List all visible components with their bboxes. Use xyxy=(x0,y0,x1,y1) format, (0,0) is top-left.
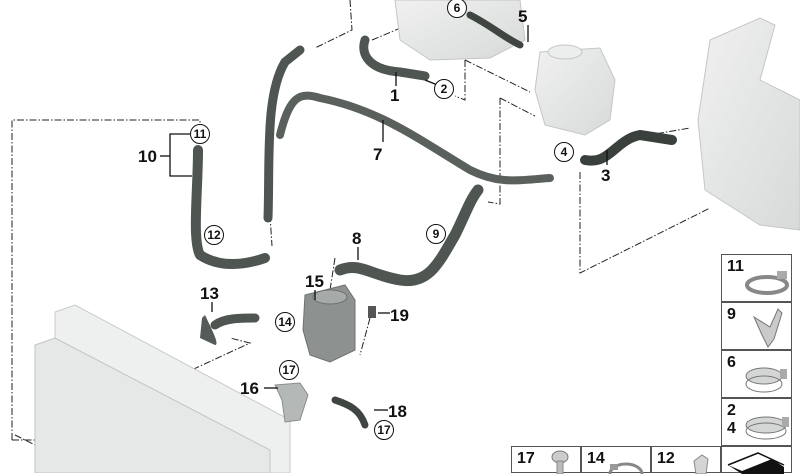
part-label-13: 13 xyxy=(200,284,219,303)
legend-box-14: 14 xyxy=(581,446,651,474)
callout-lines xyxy=(160,25,608,411)
legend-box-9: 9 xyxy=(721,302,792,350)
part-label-8: 8 xyxy=(352,229,362,248)
leader-lines xyxy=(11,0,711,456)
circled-label-4: 4 xyxy=(554,142,574,162)
circled-label-6: 6 xyxy=(447,0,467,18)
part-label-3: 3 xyxy=(601,166,611,185)
part-label-15: 15 xyxy=(305,272,324,291)
part-label-10: 10 xyxy=(138,147,157,166)
intercooler xyxy=(697,17,800,231)
legend-box-2-4: 2 4 xyxy=(721,398,792,446)
circled-label-17: 17 xyxy=(279,360,299,380)
bracket xyxy=(274,382,309,423)
legend-box-6: 6 xyxy=(721,350,792,398)
legend-box-17: 17 xyxy=(511,446,581,474)
clip-icon xyxy=(693,454,709,474)
legend-box-11: 11 xyxy=(721,254,792,302)
part-label-5: 5 xyxy=(518,7,528,26)
part-label-1: 1 xyxy=(390,86,400,105)
bolt-icon xyxy=(551,450,569,474)
holder-clip-icon xyxy=(752,308,783,348)
hoses xyxy=(190,11,677,429)
worm-clamp-icon xyxy=(608,462,644,474)
circled-label-17: 17 xyxy=(374,420,394,440)
legend-box-arrow xyxy=(721,446,792,474)
circled-label-11: 11 xyxy=(190,124,210,144)
hose-clamp-icon xyxy=(745,367,787,393)
part-label-16: 16 xyxy=(240,379,259,398)
spring-clamp-icon xyxy=(745,271,789,295)
radiator-front xyxy=(34,337,271,473)
part-label-18: 18 xyxy=(388,402,407,421)
legend-box-12: 12 xyxy=(651,446,721,474)
circled-label-14: 14 xyxy=(275,312,295,332)
circled-label-9: 9 xyxy=(426,224,446,244)
water-pump xyxy=(302,284,356,363)
kit-arrow-icon xyxy=(727,452,785,474)
circled-label-2: 2 xyxy=(434,79,454,99)
circled-label-12: 12 xyxy=(204,225,224,245)
hose-clamp-icon xyxy=(745,416,789,440)
expansion-tank-upper xyxy=(394,0,526,61)
expansion-tank xyxy=(534,47,616,136)
sensor xyxy=(368,306,376,318)
part-label-19: 19 xyxy=(390,306,409,325)
part-label-7: 7 xyxy=(373,145,383,164)
